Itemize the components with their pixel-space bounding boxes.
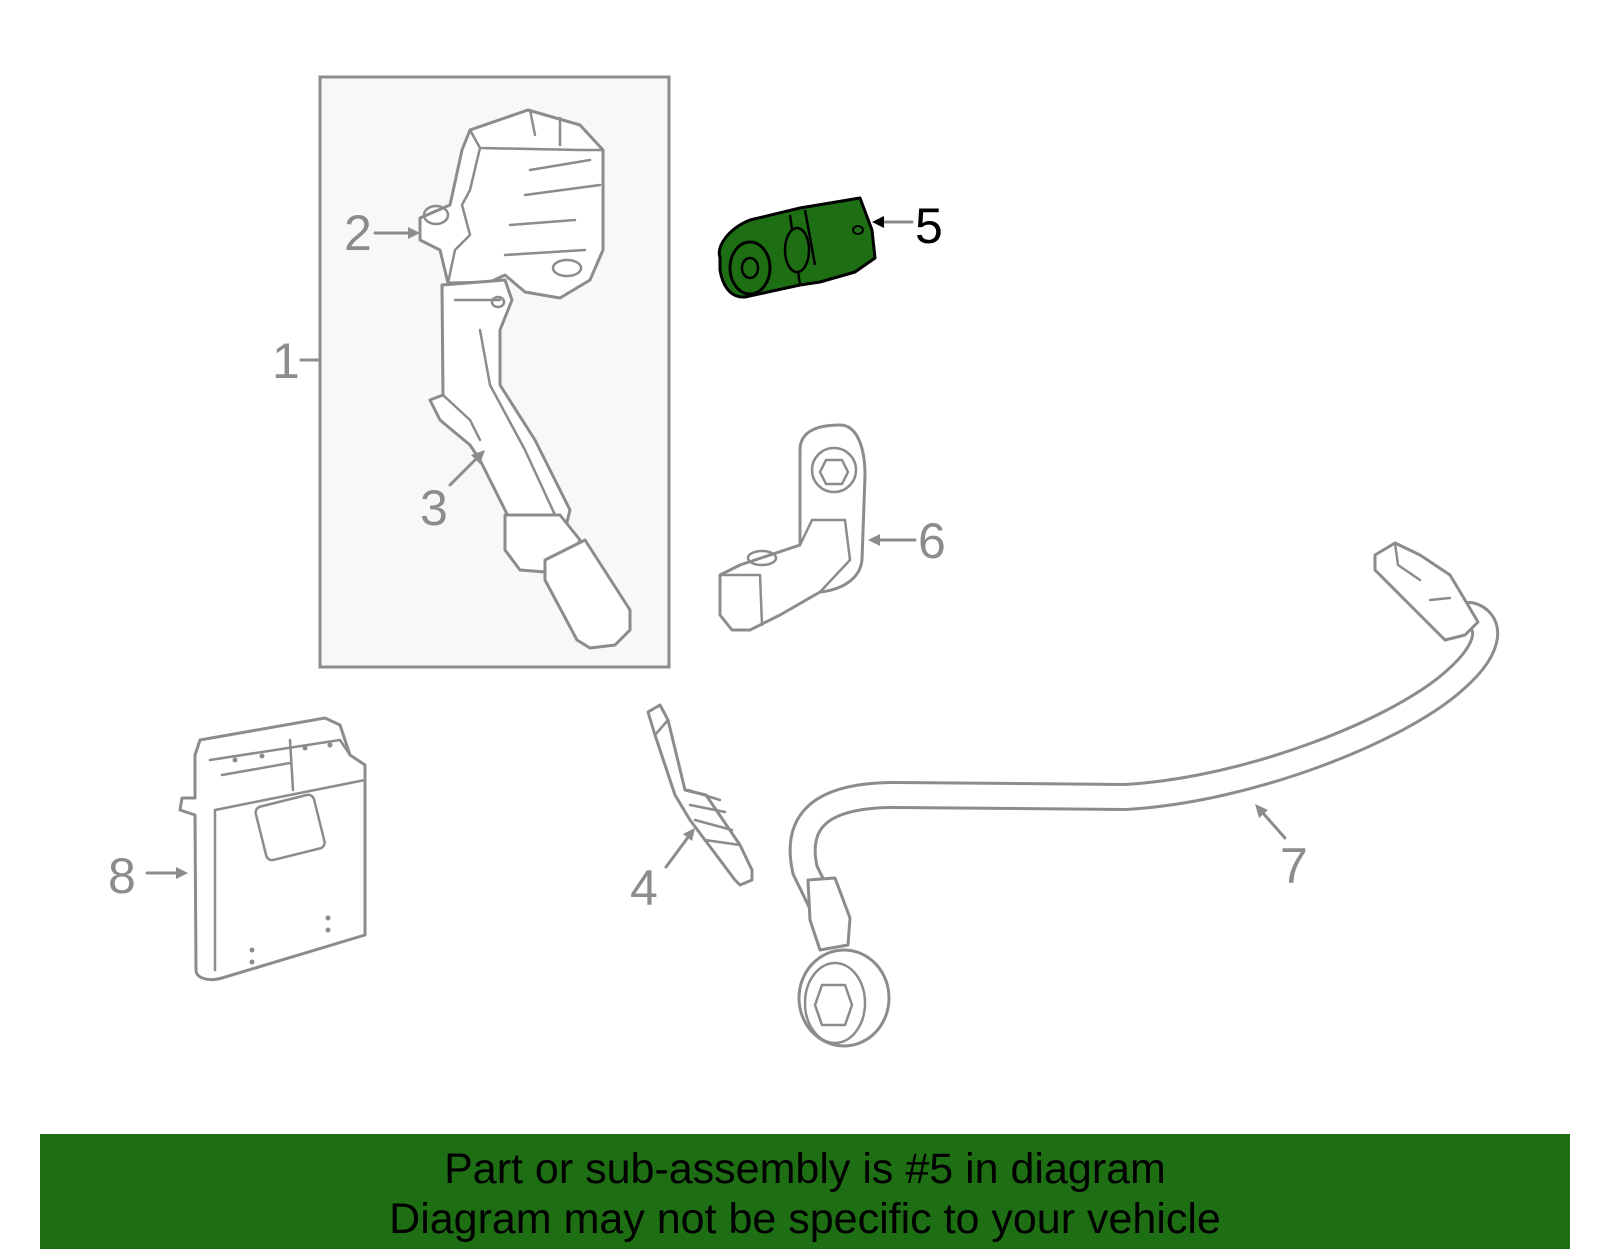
ecm-part-8[interactable] <box>178 716 367 982</box>
callout-1[interactable]: 1 <box>272 333 300 389</box>
highlighted-sensor-part-5[interactable] <box>717 196 877 299</box>
camshaft-sensor-part-6[interactable] <box>718 423 867 632</box>
callout-4[interactable]: 4 <box>630 860 658 916</box>
callout-2[interactable]: 2 <box>344 205 372 261</box>
ignition-coil-part[interactable] <box>418 108 632 650</box>
callouts: 1 2 3 4 5 6 7 8 <box>108 198 1308 916</box>
leader-lines <box>145 216 1287 879</box>
callout-3[interactable]: 3 <box>420 480 448 536</box>
callout-5[interactable]: 5 <box>915 198 943 254</box>
callout-8[interactable]: 8 <box>108 848 136 904</box>
info-banner: Part or sub-assembly is #5 in diagram Di… <box>40 1134 1570 1249</box>
callout-6[interactable]: 6 <box>918 513 946 569</box>
spark-plug-part-4[interactable] <box>646 703 754 887</box>
knock-sensor-part-7[interactable] <box>788 541 1499 1048</box>
banner-line-2: Diagram may not be specific to your vehi… <box>389 1195 1221 1243</box>
banner-line-1: Part or sub-assembly is #5 in diagram <box>444 1145 1166 1193</box>
callout-7[interactable]: 7 <box>1280 838 1308 894</box>
